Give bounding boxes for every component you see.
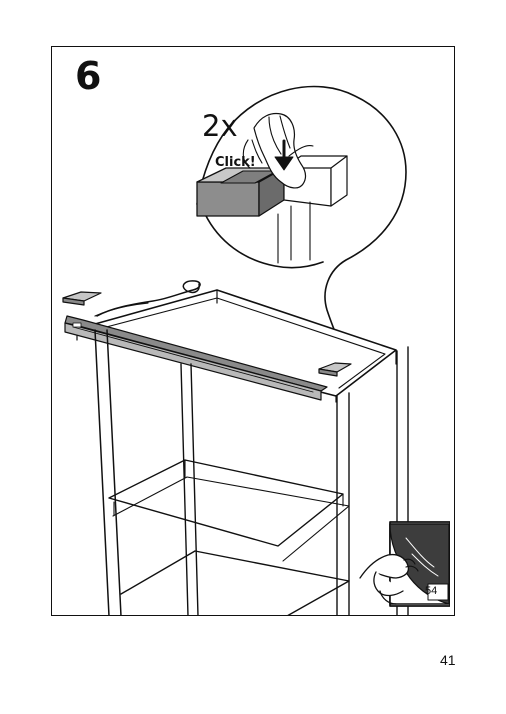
step-illustration (51, 46, 455, 616)
page-turn-reference-icon (358, 520, 450, 608)
step-number: 6 (75, 54, 102, 98)
reference-page-number: 54 (425, 585, 438, 597)
page-number: 41 (440, 652, 456, 668)
click-label: Click! (215, 155, 256, 170)
quantity-label: 2x (202, 109, 238, 143)
